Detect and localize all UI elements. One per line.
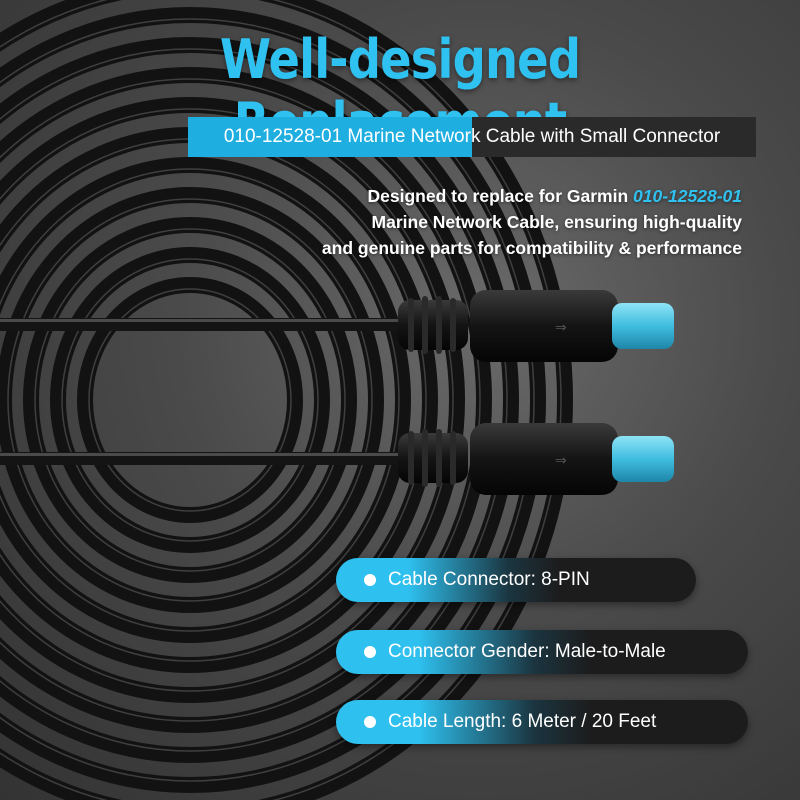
coil-ring <box>77 277 303 523</box>
cable-strand-bottom <box>0 452 420 465</box>
bullet-dot-icon <box>364 716 376 728</box>
coil-ring <box>0 7 546 793</box>
part-number-highlight: 010-12528-01 <box>633 186 742 206</box>
bullet-dot-icon <box>364 574 376 586</box>
cable-strand-top <box>0 318 420 331</box>
coil-ring <box>0 187 384 613</box>
connector-bottom: ⇒ <box>398 423 674 495</box>
coil-ring-highlight <box>0 108 454 692</box>
coil-ring-highlight <box>0 48 508 752</box>
feature-text: Cable Length: 6 Meter / 20 Feet <box>388 711 657 732</box>
cable-coil-rings <box>0 0 573 800</box>
subtitle-banner: 010-12528-01 Marine Network Cable with S… <box>188 117 756 157</box>
bullet-dot-icon <box>364 646 376 658</box>
coil-ring-highlight <box>34 228 346 572</box>
feature-text: Connector Gender: Male-to-Male <box>388 641 666 662</box>
description-line-2: Marine Network Cable, ensuring high-qual… <box>371 212 742 232</box>
coil-ring <box>0 97 465 703</box>
coil-ring <box>0 0 573 800</box>
coil-ring-highlight <box>0 78 481 722</box>
coil-ring <box>0 67 492 733</box>
subtitle-text: 010-12528-01 Marine Network Cable with S… <box>223 126 721 147</box>
coil-ring <box>0 157 411 643</box>
coil-ring-highlight <box>61 258 319 542</box>
svg-text:⇒: ⇒ <box>555 453 567 469</box>
coil-ring-highlight <box>0 18 535 782</box>
coil-ring-highlight <box>0 0 562 800</box>
connector-top: ⇒ <box>398 290 674 362</box>
coil-ring-highlight <box>88 288 292 512</box>
description-prefix: Designed to replace for Garmin <box>367 186 634 206</box>
product-description: Designed to replace for Garmin 010-12528… <box>262 183 742 261</box>
description-line-3: and genuine parts for compatibility & pe… <box>321 238 742 258</box>
svg-text:⇒: ⇒ <box>555 320 567 336</box>
feature-pill-connector: Cable Connector: 8-PIN <box>336 558 696 602</box>
description-line-1: Designed to replace for Garmin 010-12528… <box>262 183 742 209</box>
coil-ring-highlight <box>0 168 400 632</box>
feature-pill-length: Cable Length: 6 Meter / 20 Feet <box>336 700 748 744</box>
coil-ring-highlight <box>7 198 373 602</box>
coil-ring <box>0 37 519 763</box>
coil-ring <box>50 247 330 553</box>
coil-ring <box>23 217 357 583</box>
feature-text: Cable Connector: 8-PIN <box>388 569 590 590</box>
feature-pill-gender: Connector Gender: Male-to-Male <box>336 630 748 674</box>
